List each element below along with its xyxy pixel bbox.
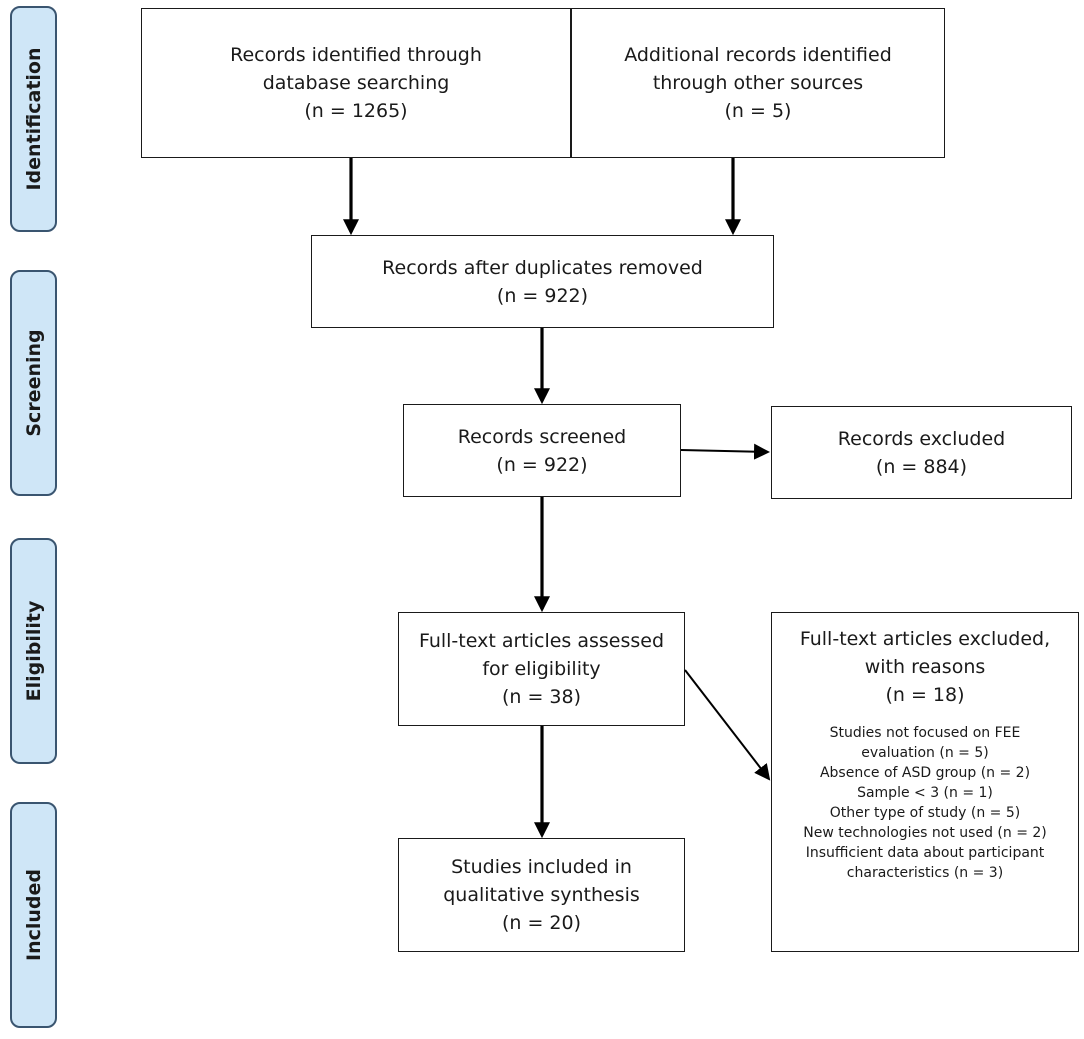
full-text-excluded-line-2: with reasons [864, 656, 986, 678]
full-text-assessed-count: (n = 38) [501, 686, 582, 708]
exclusion-reasons-list: Studies not focused on FEE evaluation (n… [803, 723, 1047, 883]
full-text-assessed-line-2: for eligibility [482, 658, 601, 680]
box-other-sources: Additional records identified through ot… [571, 8, 945, 158]
database-records-line-2: database searching [262, 72, 450, 94]
exclusion-reason: Sample < 3 (n = 1) [857, 785, 993, 801]
records-screened-line-1: Records screened [457, 425, 627, 448]
other-sources-count: (n = 5) [724, 100, 792, 122]
exclusion-reason: Absence of ASD group (n = 2) [819, 765, 1031, 781]
box-full-text-excluded: Full-text articles excluded, with reason… [771, 612, 1079, 952]
arrow-full-text-to-excluded [684, 669, 771, 781]
exclusion-reason: New technologies not used (n = 2) [803, 825, 1047, 841]
records-screened-count: (n = 922) [496, 453, 588, 476]
box-records-excluded: Records excluded (n = 884) [771, 406, 1072, 499]
exclusion-reason: Insufficient data about participant [805, 845, 1045, 861]
studies-included-line-2: qualitative synthesis [443, 884, 640, 906]
arrow-screened-to-excluded [680, 443, 770, 460]
stage-eligibility: Eligibility [10, 538, 57, 764]
after-duplicates-count: (n = 922) [496, 284, 589, 307]
full-text-excluded-count: (n = 18) [885, 684, 965, 706]
exclusion-reason: characteristics (n = 3) [846, 865, 1004, 881]
other-sources-line-2: through other sources [652, 72, 864, 94]
box-after-duplicates: Records after duplicates removed (n = 92… [311, 235, 774, 328]
stage-identification: Identification [10, 6, 57, 232]
after-duplicates-line-1: Records after duplicates removed [382, 256, 703, 279]
box-records-screened: Records screened (n = 922) [403, 404, 681, 497]
exclusion-reason: evaluation (n = 5) [861, 745, 989, 761]
full-text-excluded-line-1: Full-text articles excluded, [799, 628, 1051, 650]
full-text-assessed-line-1: Full-text articles assessed [418, 630, 665, 652]
box-database-records: Records identified through database sear… [141, 8, 571, 158]
stage-screening: Screening [10, 270, 57, 496]
exclusion-reason: Studies not focused on FEE [829, 725, 1021, 741]
database-records-line-1: Records identified through [230, 44, 482, 66]
database-records-count: (n = 1265) [304, 100, 408, 122]
other-sources-line-1: Additional records identified [624, 44, 892, 66]
studies-included-line-1: Studies included in [451, 856, 632, 878]
box-studies-included: Studies included in qualitative synthesi… [398, 838, 685, 952]
box-full-text-assessed: Full-text articles assessed for eligibil… [398, 612, 685, 726]
studies-included-count: (n = 20) [501, 912, 582, 934]
exclusion-reason: Other type of study (n = 5) [829, 805, 1021, 821]
records-excluded-count: (n = 884) [875, 455, 968, 478]
records-excluded-line-1: Records excluded [837, 427, 1006, 450]
stage-included: Included [10, 802, 57, 1028]
